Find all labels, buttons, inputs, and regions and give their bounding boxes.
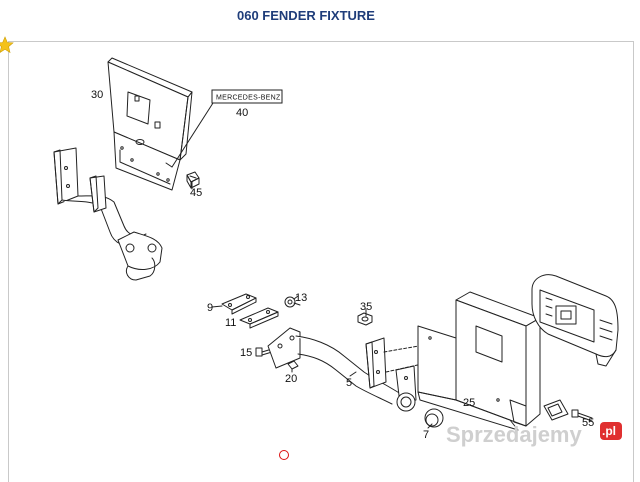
strap-plate-11: [239, 307, 279, 329]
part-label-45: 45: [190, 187, 202, 199]
watermark-text: Sprzedajemy: [446, 422, 582, 447]
cap-7: [424, 408, 444, 428]
part-label-13: 13: [295, 292, 307, 304]
part-label-5: 5: [346, 377, 352, 389]
nut-35: [357, 311, 373, 326]
part-label-25: 25: [463, 397, 475, 409]
part-label-7: 7: [423, 429, 429, 441]
bracket-arm-upper: [53, 147, 163, 281]
carousel-indicator-dot[interactable]: [279, 450, 289, 460]
part-label-30: 30: [91, 89, 103, 101]
mercedes-benz-tag: MERCEDES-BENZ: [211, 89, 283, 104]
diagram-title: 060 FENDER FIXTURE: [237, 8, 375, 23]
small-plate: [543, 399, 569, 421]
part-label-55: 55: [582, 417, 594, 429]
strap-plate-9: [211, 293, 257, 315]
part-label-15: 15: [240, 347, 252, 359]
brand-label: MERCEDES-BENZ: [216, 95, 281, 102]
bracket-arm-5: [267, 327, 441, 412]
mounting-plate-30: [107, 57, 193, 191]
watermark-badge: .pl: [602, 424, 616, 438]
exploded-parts-diagram: MERCEDES-BENZ 30 40 45 9 13 11 35 15 20 …: [53, 57, 622, 447]
favorite-star-icon[interactable]: [0, 36, 14, 54]
diagram-frame: [8, 41, 634, 482]
bolt-45: [186, 171, 200, 189]
part-label-11: 11: [225, 317, 236, 329]
mounting-plate-25: [417, 291, 541, 431]
washer-13: [284, 295, 299, 308]
bolt-55: [571, 409, 593, 422]
part-label-20: 20: [285, 373, 297, 385]
part-label-40: 40: [236, 107, 248, 119]
tail-lamp-unit: [531, 274, 619, 367]
watermark: Sprzedajemy .pl: [446, 422, 622, 447]
part-label-9: 9: [207, 302, 213, 314]
bolt-20: [287, 360, 299, 373]
part-label-35: 35: [360, 301, 372, 313]
